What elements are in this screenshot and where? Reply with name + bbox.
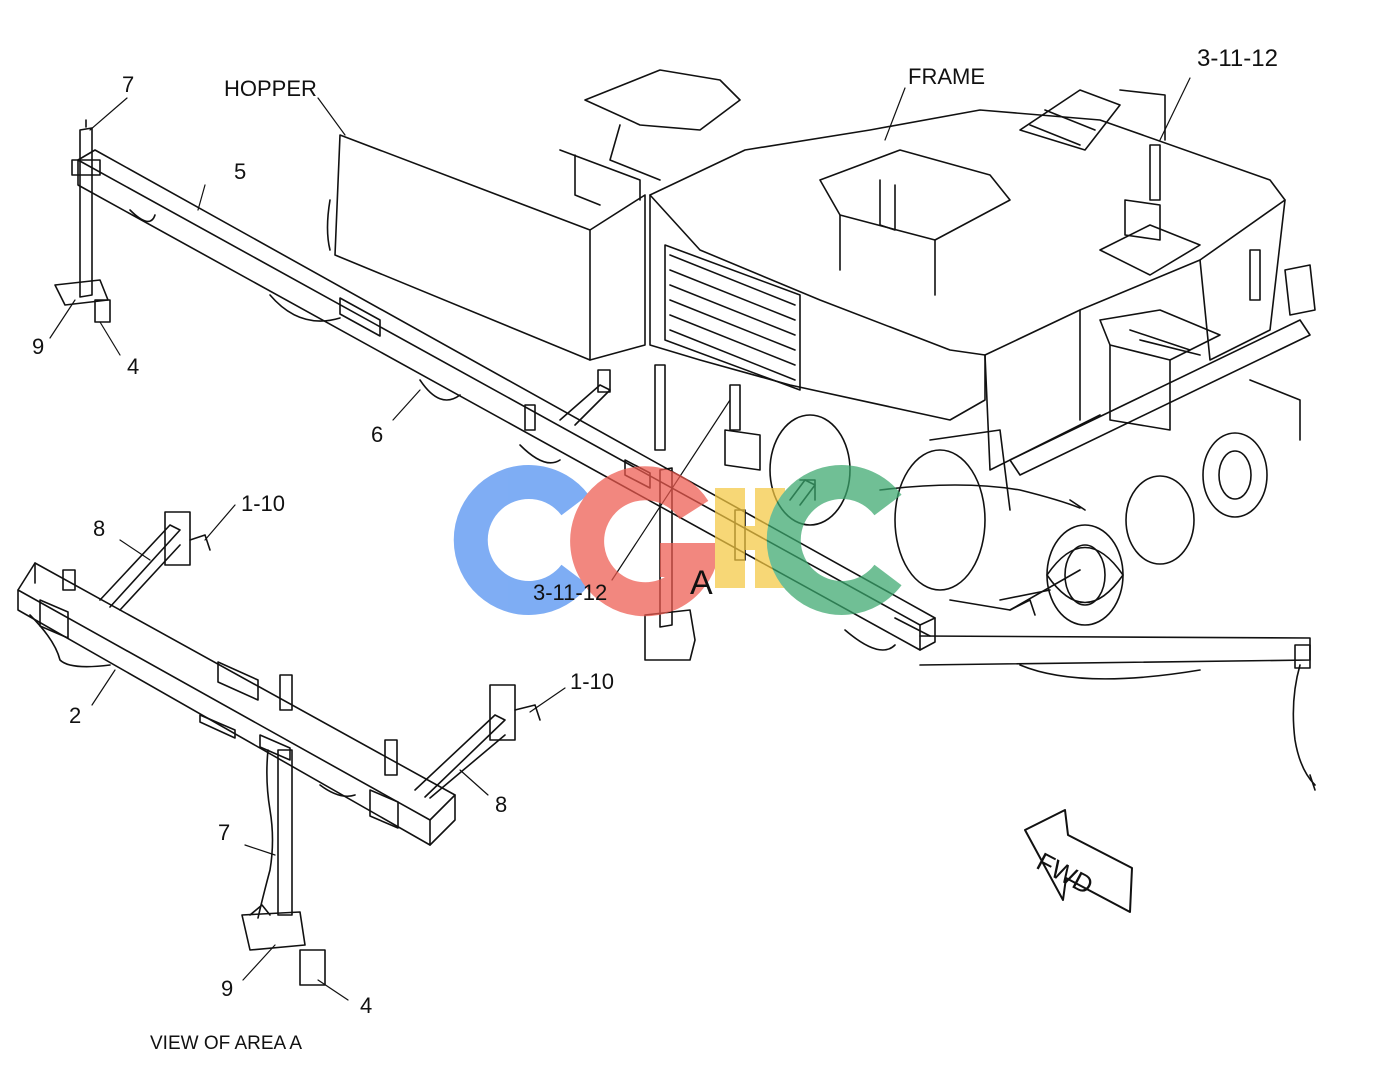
callout-6: 6 — [371, 422, 384, 447]
callout-4-top: 4 — [127, 354, 140, 379]
view-caption: VIEW OF AREA A — [150, 1033, 303, 1054]
callout-5: 5 — [234, 159, 247, 184]
fwd-arrow — [1024, 809, 1133, 913]
callout-8-left: 8 — [93, 516, 106, 541]
callout-7-bottom: 7 — [218, 820, 231, 845]
machine-frame — [584, 69, 1316, 626]
leader-lines-lower — [91, 504, 566, 1001]
ref-label-top: 3-11-12 — [1197, 45, 1278, 72]
callout-8-right: 8 — [495, 792, 508, 817]
hopper-label: HOPPER — [224, 76, 317, 101]
callout-9-top: 9 — [32, 334, 45, 359]
area-label: A — [690, 564, 713, 602]
main-beam — [77, 149, 1316, 791]
callout-2: 2 — [69, 703, 82, 728]
callout-9-bottom: 9 — [221, 976, 234, 1001]
callout-1-10-left: 1-10 — [241, 491, 286, 516]
area-a-assembly — [17, 511, 541, 986]
callout-4-bottom: 4 — [360, 993, 373, 1018]
hopper-panel — [326, 134, 646, 361]
sensor-post-top-left — [54, 119, 111, 323]
frame-label: FRAME — [908, 64, 985, 89]
watermark-letter-c2 — [766, 465, 902, 615]
watermark-letter-c1 — [453, 465, 589, 615]
ref-label-center: 3-11-12 — [533, 580, 608, 605]
watermark-letter-g — [570, 466, 724, 617]
watermark-letter-h — [715, 488, 785, 588]
callout-7-top: 7 — [122, 72, 135, 97]
callout-1-10-right: 1-10 — [570, 669, 615, 694]
watermark — [453, 465, 902, 617]
